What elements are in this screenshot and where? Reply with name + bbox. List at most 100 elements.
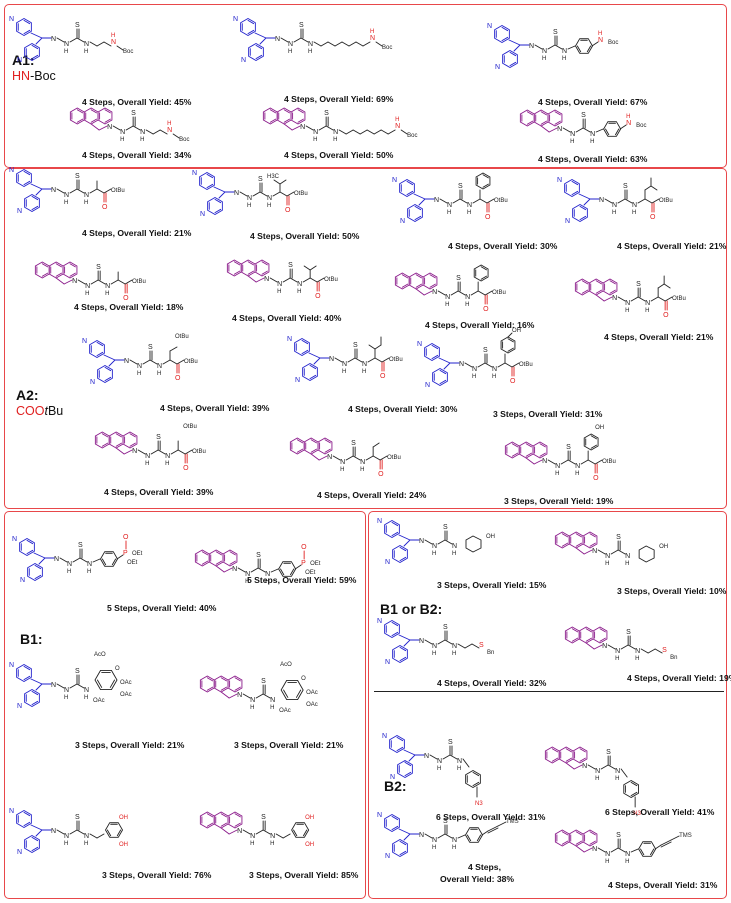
amide-h: H	[575, 471, 579, 477]
ethoxy: OEt	[305, 570, 316, 576]
amide-h: H	[632, 210, 636, 216]
amide-n: N	[87, 561, 92, 568]
hydrazine-n: N	[85, 283, 90, 290]
amide-n: N	[625, 851, 630, 858]
amide-n: N	[457, 758, 462, 765]
boc-group: Boc	[636, 123, 646, 129]
carbonyl-o: O	[315, 293, 321, 300]
thione-s: S	[261, 678, 266, 685]
caption-a2-8: 4 Steps, Overall Yield: 21%	[604, 332, 714, 342]
imine-n: N	[51, 682, 56, 689]
caption-a2-13: 4 Steps, Overall Yield: 24%	[317, 490, 427, 500]
thione-s: S	[96, 264, 101, 271]
imine-n: N	[54, 556, 59, 563]
pyridine-n: N	[400, 218, 405, 225]
ester-group: OtBu	[387, 455, 401, 461]
phosphoryl-o: O	[123, 534, 129, 541]
hydroxyl: OH	[486, 534, 495, 540]
carbonyl-o: O	[510, 378, 516, 385]
amide-n: N	[105, 283, 110, 290]
benzyl: Bn	[487, 650, 494, 656]
hydrazine-h: H	[250, 841, 254, 847]
amide-n: N	[635, 648, 640, 655]
amide-h: H	[84, 200, 88, 206]
ester-group: OtBu	[183, 424, 197, 430]
hydrazine-n: N	[145, 453, 150, 460]
group-label-a2: COOtBu	[16, 404, 64, 418]
carbamate-n: N	[167, 127, 172, 134]
thione-s: S	[483, 347, 488, 354]
hydrazine-n: N	[250, 833, 255, 840]
hydrazine-h: H	[64, 200, 68, 206]
caption-a1-4: 4 Steps, Overall Yield: 34%	[82, 150, 192, 160]
section-label-b2: B2:	[384, 778, 407, 794]
panel-b1-b2	[368, 511, 727, 899]
ethoxy: OEt	[127, 560, 138, 566]
acetate: OAc	[120, 692, 132, 698]
ring-o: O	[115, 666, 120, 672]
hydrazine-h: H	[340, 467, 344, 473]
hydrazine-n: N	[137, 363, 142, 370]
trimethylsilyl: TMS	[679, 833, 692, 839]
hydrazine-h: H	[555, 471, 559, 477]
carbonyl-o: O	[485, 214, 491, 221]
ester-group: OtBu	[519, 362, 533, 368]
amide-n: N	[452, 837, 457, 844]
amide-n: N	[575, 463, 580, 470]
pyridine-n: N	[417, 341, 422, 348]
thione-s: S	[553, 29, 558, 36]
amide-n: N	[270, 697, 275, 704]
amide-n: N	[492, 366, 497, 373]
hydroxyl: OH	[305, 815, 314, 821]
hydrazine-n: N	[313, 129, 318, 136]
amide-n: N	[625, 553, 630, 560]
ester-group: OtBu	[111, 188, 125, 194]
hydrazine-n: N	[445, 294, 450, 301]
trimethylsilyl: TMS	[506, 819, 519, 825]
caption-b1-4: 3 Steps, Overall Yield: 21%	[234, 740, 344, 750]
hydrazine-h: H	[605, 561, 609, 567]
section-label-b1-or-b2: B1 or B2:	[380, 601, 443, 617]
pyridine-n: N	[557, 177, 562, 184]
boc-group: Boc	[407, 133, 417, 139]
caption-a2-6: 4 Steps, Overall Yield: 40%	[232, 313, 342, 323]
hydrazine-n: N	[615, 648, 620, 655]
amide-n: N	[84, 833, 89, 840]
imine-n: N	[592, 846, 597, 853]
amide-h: H	[590, 139, 594, 145]
hydrazine-n: N	[432, 543, 437, 550]
amide-n: N	[84, 41, 89, 48]
amide-h: H	[84, 49, 88, 55]
carbonyl-o: O	[102, 204, 108, 211]
imine-n: N	[459, 361, 464, 368]
hydrazine-h: H	[250, 705, 254, 711]
imine-n: N	[275, 36, 280, 43]
imine-n: N	[592, 548, 597, 555]
imine-n: N	[542, 458, 547, 465]
hydrazine-n: N	[555, 463, 560, 470]
amide-h: H	[467, 210, 471, 216]
imine-n: N	[132, 448, 137, 455]
thione-s: S	[443, 624, 448, 631]
caption-b2-2: 6 Steps, Overall Yield: 41%	[605, 807, 715, 817]
amide-h: H	[362, 369, 366, 375]
caption-b2-1: 6 Steps, Overall Yield: 31%	[436, 812, 546, 822]
imine-n: N	[424, 753, 429, 760]
hydrazine-n: N	[570, 131, 575, 138]
imine-n: N	[599, 197, 604, 204]
caption-a2-1: 4 Steps, Overall Yield: 21%	[82, 228, 192, 238]
pyridine-n: N	[17, 849, 22, 856]
hydrazine-h: H	[277, 289, 281, 295]
pyridine-n: N	[565, 218, 570, 225]
